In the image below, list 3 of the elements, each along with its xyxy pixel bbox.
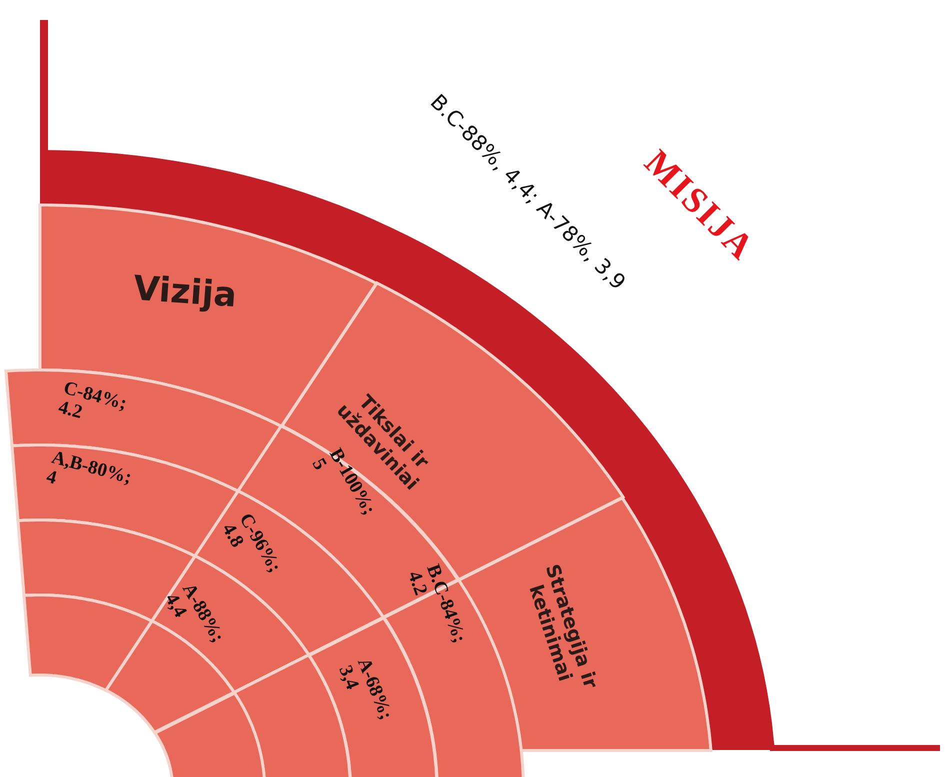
score-text: C-84%; 4.2 — [56, 378, 130, 426]
section-heading: Vizija — [132, 268, 238, 316]
score-text: A-68%; 3,4 — [334, 655, 398, 725]
